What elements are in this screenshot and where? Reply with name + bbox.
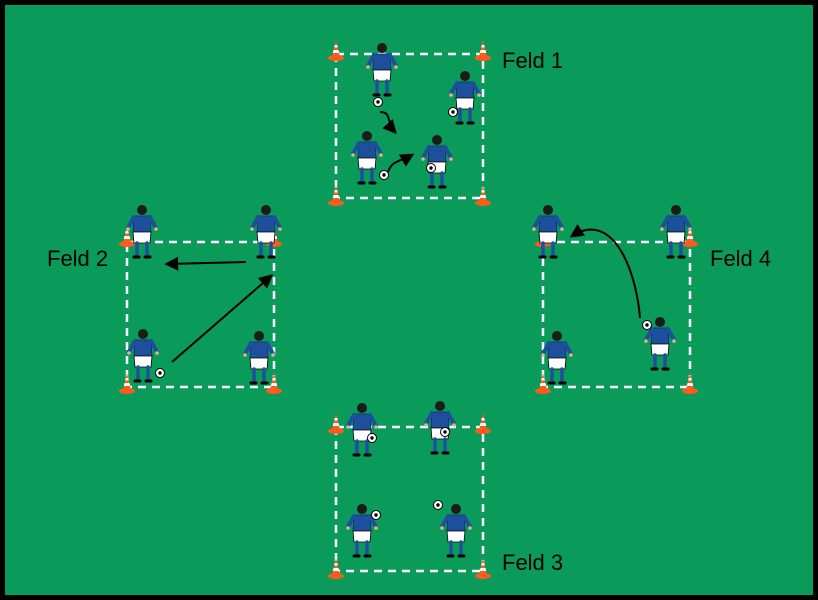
field-2-label: Feld 2 [47,246,108,271]
field-4-label: Feld 4 [710,246,771,271]
pass-arrow [569,224,641,319]
ball [440,427,450,437]
field-1-square [334,52,485,200]
field-4: Feld 4 [530,203,771,394]
pass-arrow [171,274,274,363]
ball [642,320,652,330]
field-1-label: Feld 1 [502,48,563,73]
pitch-surface [5,5,813,595]
field-4-square [541,240,692,389]
ball [367,433,377,443]
ball [433,500,443,510]
ball [155,368,165,378]
field-1: Feld 1 [328,40,563,206]
pass-arrow [164,256,247,271]
dribble-arrow [387,153,415,173]
ball [426,163,436,173]
ball [448,107,458,117]
field-3-square [334,425,485,573]
field-3-label: Feld 3 [502,550,563,575]
ball [373,97,383,107]
ball [379,170,389,180]
field-2: Feld 2 [47,203,284,394]
field-3: Feld 3 [328,399,563,579]
ball [371,510,381,520]
dribble-arrow [379,111,397,135]
field-2-square [125,240,276,389]
